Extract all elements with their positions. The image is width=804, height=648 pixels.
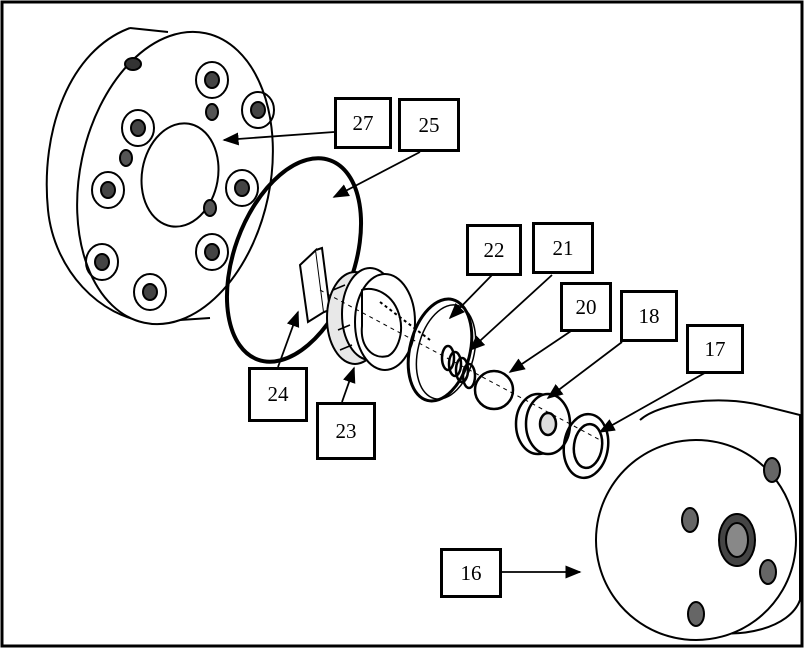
label-18: 18 [620, 290, 678, 342]
part-20-ball [473, 369, 515, 411]
arrow-21 [468, 274, 553, 352]
label-20: 20 [560, 282, 612, 332]
label-25: 25 [398, 98, 460, 152]
part-18-seat [514, 392, 572, 456]
assembly-axis [319, 289, 601, 441]
label-27: 27 [334, 97, 392, 149]
arrow-23 [341, 366, 356, 403]
part-24-vane [298, 246, 332, 324]
arrow-24 [277, 310, 300, 368]
arrow-27 [222, 131, 335, 146]
label-24: 24 [248, 367, 308, 422]
leader-arrows [222, 131, 711, 579]
arrow-22 [448, 274, 493, 320]
arrow-25 [332, 151, 421, 198]
part-23-rotor [326, 267, 431, 371]
part-16-end-cap [595, 399, 801, 641]
label-21: 21 [532, 222, 594, 274]
label-22: 22 [466, 224, 522, 276]
part-27-end-plate [45, 27, 275, 326]
label-17: 17 [686, 324, 744, 374]
label-23: 23 [316, 402, 376, 460]
bolt-heads [85, 61, 275, 311]
part-17-washer [562, 412, 610, 480]
part-21-spring [440, 344, 477, 390]
arrow-20 [508, 324, 581, 373]
arrow-17 [598, 369, 711, 433]
label-16: 16 [440, 548, 502, 598]
arrow-18 [546, 341, 623, 399]
